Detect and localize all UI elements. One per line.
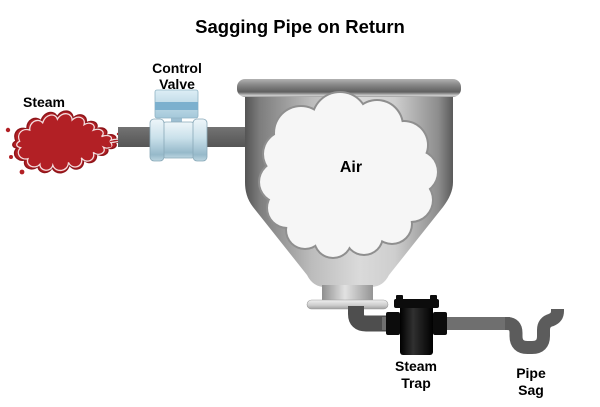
air-label: Air: [340, 159, 362, 176]
drain-elbow-pipe: [348, 306, 390, 332]
control-valve: [149, 89, 208, 162]
tank-bottom-flange: [306, 299, 389, 310]
steam-splatter-inner-highlight: [16, 113, 122, 171]
control-valve-body: [160, 121, 197, 159]
steam-trap-left-flange: [386, 312, 400, 335]
steam-trap-right-flange: [433, 312, 447, 335]
pipe-sag-label: Pipe Sag: [516, 365, 546, 398]
sagging-pipe: [505, 309, 564, 354]
air-cloud: Air: [258, 91, 439, 259]
control-valve-label-line1: Control: [152, 60, 202, 76]
steam-trap-label-line1: Steam: [395, 358, 437, 374]
tank-rim: [237, 79, 461, 97]
control-valve-left-flange: [149, 118, 165, 162]
steam-trap-body: [400, 304, 433, 355]
steam-cloud-shape: [5, 110, 127, 175]
air-cloud-fill: [260, 93, 437, 257]
pipe-sag-label-line1: Pipe: [516, 365, 546, 381]
control-valve-label-line2: Valve: [159, 76, 195, 92]
control-valve-actuator-band: [155, 102, 198, 110]
steam-label: Steam: [23, 94, 65, 110]
control-valve-label: Control Valve: [152, 60, 202, 92]
page-title: Sagging Pipe on Return: [195, 16, 405, 37]
steam-trap: [386, 295, 447, 355]
steam-trap-cap: [394, 299, 439, 308]
tank-neck: [322, 285, 373, 302]
control-valve-right-flange: [192, 118, 208, 162]
steam-trap-label-line2: Trap: [401, 375, 431, 391]
steam-trap-label: Steam Trap: [395, 358, 437, 391]
pipe-sag-label-line2: Sag: [518, 382, 544, 398]
